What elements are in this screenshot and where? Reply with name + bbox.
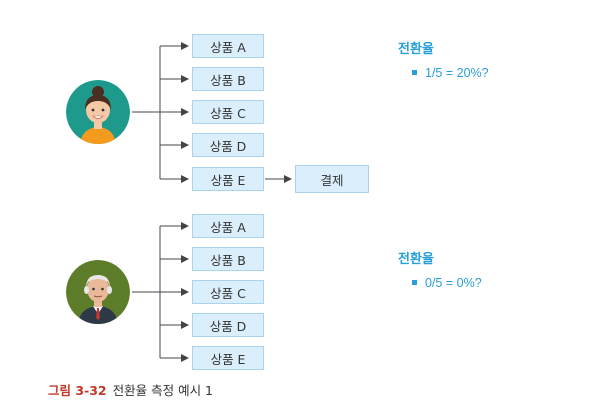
bottom-branch-lines	[132, 222, 189, 362]
bottom-product-c-box: 상품 C	[192, 280, 264, 304]
elderly-man-avatar-icon	[66, 260, 130, 324]
bullet-icon	[412, 280, 417, 286]
bottom-product-a-box: 상품 A	[192, 214, 264, 238]
top-branch-lines	[132, 42, 292, 183]
bottom-product-e-box: 상품 E	[192, 346, 264, 370]
bottom-product-b-box: 상품 B	[192, 247, 264, 271]
top-rate-title: 전환율	[398, 42, 434, 57]
bottom-product-d-box: 상품 D	[192, 313, 264, 337]
top-product-c-box: 상품 C	[192, 100, 264, 124]
young-woman-avatar-icon	[66, 80, 130, 144]
bottom-rate-formula: 0/5 = 0%?	[425, 276, 482, 290]
top-rate-line: 1/5 = 20%?	[412, 66, 489, 80]
top-rate-formula: 1/5 = 20%?	[425, 66, 489, 80]
bottom-rate-line: 0/5 = 0%?	[412, 276, 482, 290]
top-product-e-box: 상품 E	[192, 167, 264, 191]
bullet-icon	[412, 70, 417, 76]
top-product-a-box: 상품 A	[192, 34, 264, 58]
top-product-d-box: 상품 D	[192, 133, 264, 157]
figure-caption-text: 전환율 측정 예시 1	[112, 383, 214, 398]
top-payment-box: 결제	[295, 165, 369, 193]
figure-caption: 그림 3-32 전환율 측정 예시 1	[48, 380, 213, 399]
figure-number: 그림 3-32	[48, 383, 107, 398]
top-product-b-box: 상품 B	[192, 67, 264, 91]
bottom-rate-title: 전환율	[398, 252, 434, 267]
